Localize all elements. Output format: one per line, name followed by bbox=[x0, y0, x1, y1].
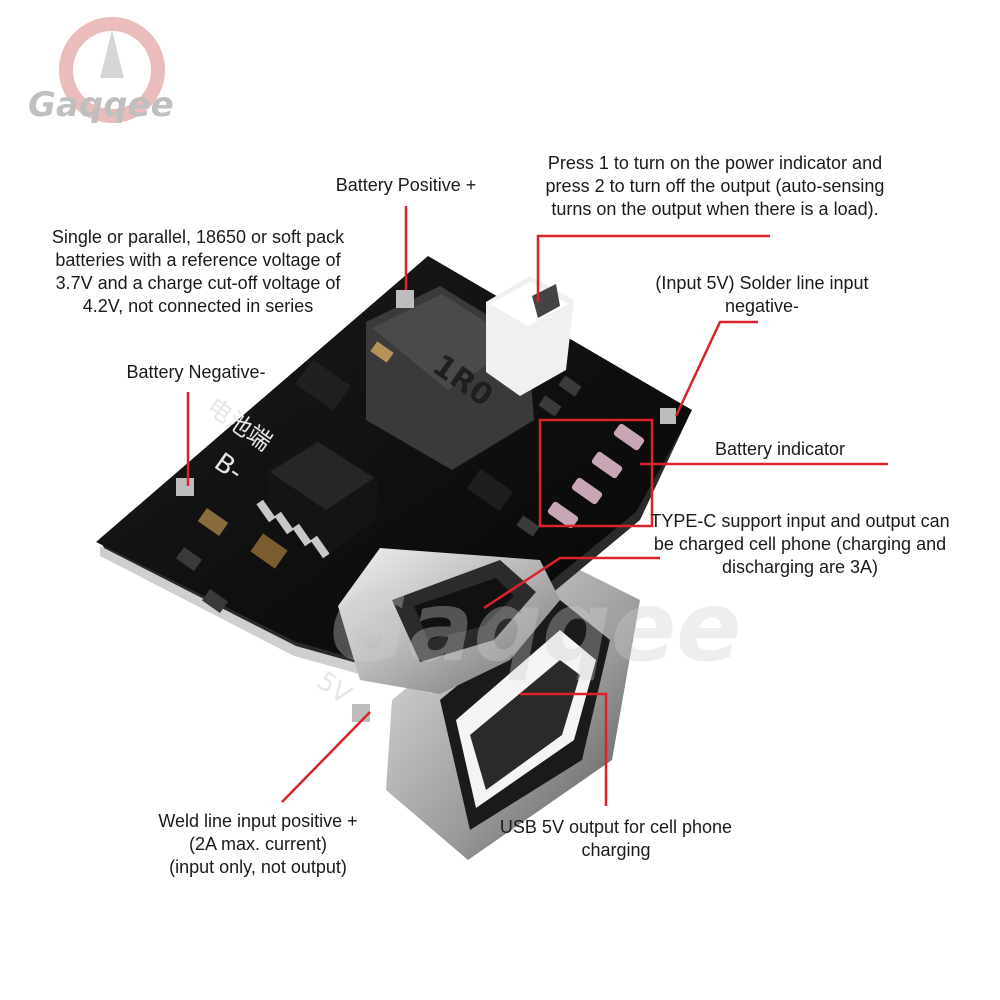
label-battery-negative: Battery Negative- bbox=[126, 362, 266, 382]
watermark: Gaqqee bbox=[330, 571, 741, 683]
label-weld-input-line: (input only, not output) bbox=[169, 857, 347, 877]
usb-a-port bbox=[386, 560, 640, 860]
label-press-button-line: press 2 to turn off the output (auto-sen… bbox=[545, 176, 885, 196]
battery-indicator-box bbox=[538, 418, 654, 528]
label-battery-indicator: Battery indicator bbox=[714, 439, 846, 459]
label-press-button-line: turns on the output when there is a load… bbox=[551, 199, 879, 219]
type-c-port bbox=[338, 548, 560, 694]
label-usb-output-line: USB 5V output for cell phone bbox=[499, 817, 733, 837]
callout-lines bbox=[186, 206, 888, 806]
label-weld-input: Weld line input positive + (2A max. curr… bbox=[130, 810, 386, 879]
label-input-negative-line: (Input 5V) Solder line input bbox=[655, 273, 869, 293]
label-type-c: TYPE-C support input and output can be c… bbox=[618, 510, 982, 579]
logo-text: Gaqqee bbox=[28, 85, 174, 125]
label-battery-positive: Battery Positive + bbox=[335, 175, 477, 195]
label-usb-output-line: charging bbox=[581, 840, 651, 860]
label-input-negative-line: negative- bbox=[724, 296, 800, 316]
label-battery-spec-line: 4.2V, not connected in series bbox=[82, 296, 314, 316]
label-weld-input-line: Weld line input positive + bbox=[158, 811, 358, 831]
label-weld-input-line: (2A max. current) bbox=[188, 834, 328, 854]
label-battery-spec: Single or parallel, 18650 or soft pack b… bbox=[18, 226, 378, 318]
battery-indicator-leds bbox=[547, 423, 645, 529]
label-input-negative: (Input 5V) Solder line input negative- bbox=[622, 272, 902, 318]
label-battery-spec-line: batteries with a reference voltage of bbox=[55, 250, 341, 270]
label-battery-spec-line: 3.7V and a charge cut-off voltage of bbox=[55, 273, 341, 293]
label-type-c-line: be charged cell phone (charging and bbox=[653, 534, 947, 554]
label-press-button-line: Press 1 to turn on the power indicator a… bbox=[547, 153, 883, 173]
label-usb-output: USB 5V output for cell phone charging bbox=[474, 816, 758, 862]
label-type-c-line: TYPE-C support input and output can bbox=[650, 511, 950, 531]
brand-logo: Gaqqee bbox=[28, 17, 174, 125]
label-type-c-line: discharging are 3A) bbox=[721, 557, 879, 577]
label-battery-spec-line: Single or parallel, 18650 or soft pack bbox=[51, 227, 345, 247]
label-press-button: Press 1 to turn on the power indicator a… bbox=[500, 152, 930, 221]
